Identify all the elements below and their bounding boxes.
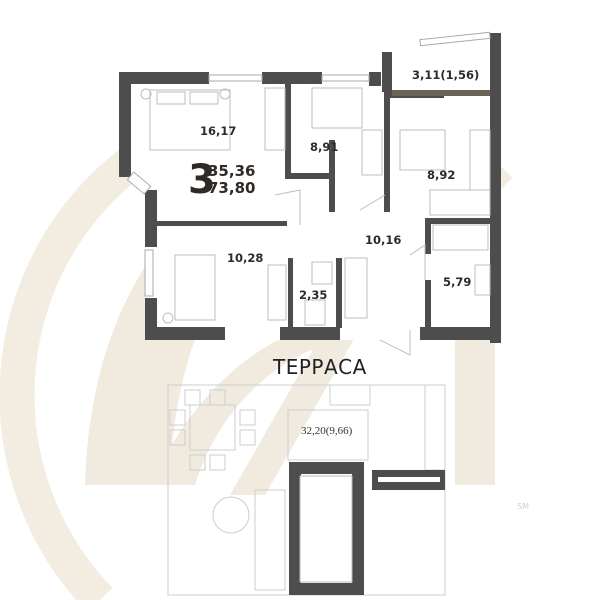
watermark-text: SM [517,502,529,511]
walls [119,33,501,343]
living-area: 35,36 [208,162,256,180]
room-area-kitchen: 8,92 [427,168,456,182]
total-area: 73,80 [208,179,256,197]
room-area-bedroom-1: 16,17 [200,124,237,138]
room-area-bedroom-2: 8,91 [310,140,339,154]
room-area-balcony: 3,11(1,56) [412,68,480,82]
room-area-bedroom-3: 10,28 [227,251,264,265]
room-area-terrace: 32,20(9,66) [301,425,353,437]
room-area-hallway: 10,16 [365,233,402,247]
rooms-count: 3 [188,157,216,203]
room-area-toilet: 2,35 [299,288,328,302]
terrace-title: ТЕРРАСА [273,355,367,379]
room-area-bathroom: 5,79 [443,275,472,289]
